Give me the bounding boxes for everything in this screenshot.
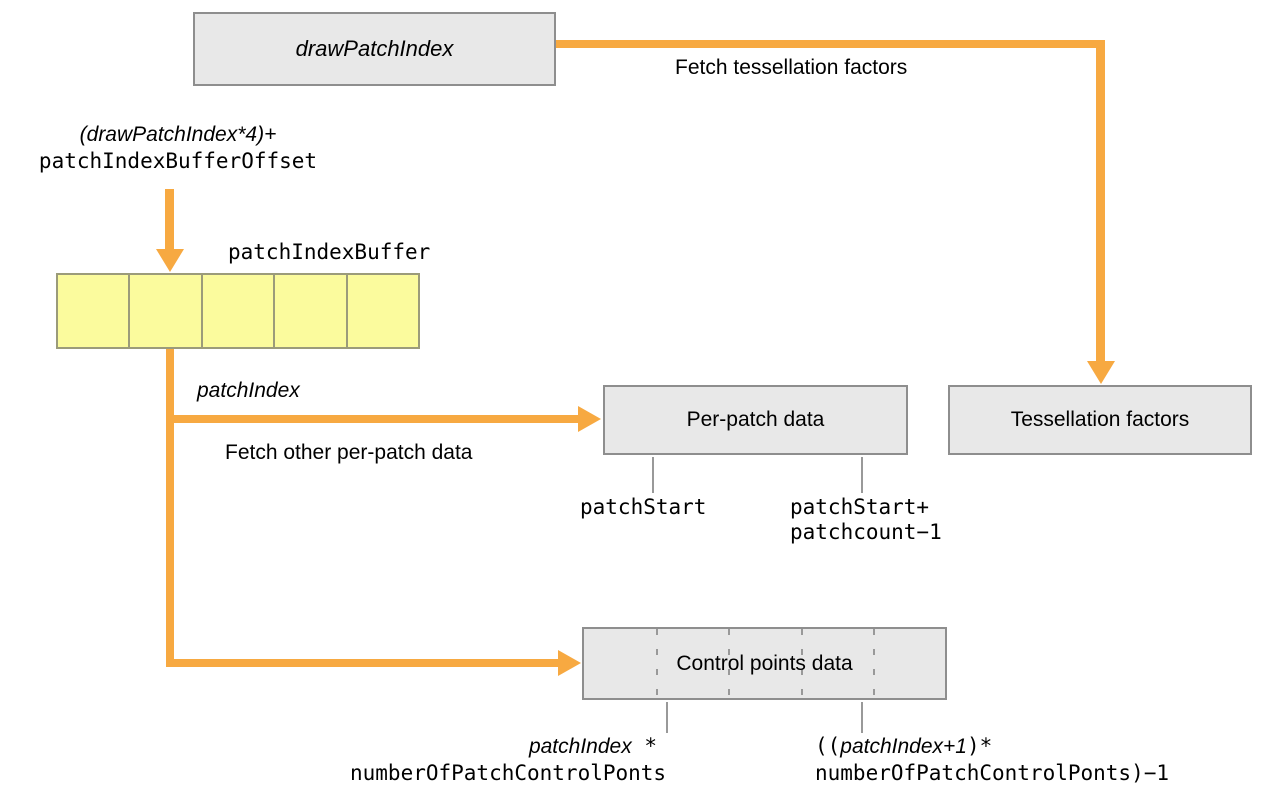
control-start-leader xyxy=(666,702,668,733)
patch-index-buffer-cell xyxy=(200,275,273,347)
patch-index-buffer-cell xyxy=(273,275,345,347)
fetch-tessellation-connector-vertical xyxy=(1096,40,1105,362)
control-points-connector-horizontal xyxy=(166,659,559,667)
control-points-segment-divider xyxy=(656,629,659,698)
patch-end-label: patchStart+ patchcount−1 xyxy=(790,495,942,545)
arrowhead-right-control-points-icon xyxy=(558,650,581,676)
patch-end-line2: patchcount−1 xyxy=(790,520,942,544)
fetch-tessellation-factors-label: Fetch tessellation factors xyxy=(675,56,908,79)
draw-patch-index-box: drawPatchIndex xyxy=(193,12,556,86)
patch-index-label: patchIndex xyxy=(197,379,300,402)
control-start-line2: numberOfPatchControlPonts xyxy=(350,761,667,785)
control-start-italic: patchIndex xyxy=(528,735,632,758)
control-end-leader xyxy=(861,702,863,733)
per-patch-data-box: Per-patch data xyxy=(603,385,908,455)
patch-index-connector-vertical xyxy=(166,349,174,667)
control-start-label: patchIndex * numberOfPatchControlPonts xyxy=(350,734,667,786)
tessellation-factors-box: Tessellation factors xyxy=(948,385,1252,455)
fetch-tessellation-connector-horizontal xyxy=(556,40,1105,48)
per-patch-end-leader xyxy=(861,457,863,493)
control-start-star: * xyxy=(631,734,657,758)
per-patch-data-label: Per-patch data xyxy=(686,408,825,431)
patch-index-buffer-cell xyxy=(58,275,128,347)
patch-index-buffer xyxy=(56,273,420,349)
per-patch-connector-horizontal xyxy=(166,415,579,423)
control-points-data-label: Control points data xyxy=(676,651,853,675)
per-patch-start-leader xyxy=(652,457,654,493)
index-expression: (drawPatchIndex*4)+ patchIndexBufferOffs… xyxy=(10,121,346,175)
control-points-box: Control points data xyxy=(582,627,947,700)
control-points-segment-divider xyxy=(800,629,803,698)
index-expression-line1: (drawPatchIndex*4)+ xyxy=(79,123,277,146)
patch-end-line1: patchStart+ xyxy=(790,495,930,519)
index-expression-line2: patchIndexBufferOffset xyxy=(38,149,318,173)
tessellation-factors-label: Tessellation factors xyxy=(1010,408,1190,431)
draw-patch-index-label: drawPatchIndex xyxy=(295,36,454,61)
fetch-other-per-patch-data-label: Fetch other per-patch data xyxy=(225,441,473,464)
control-end-close: )* xyxy=(966,734,993,758)
index-arrow-shaft xyxy=(165,189,174,250)
control-points-segment-divider xyxy=(728,629,731,698)
control-end-open: (( xyxy=(815,734,841,758)
control-end-label: ((patchIndex+1)* numberOfPatchControlPon… xyxy=(815,734,1169,786)
control-end-line2: numberOfPatchControlPonts)−1 xyxy=(815,761,1170,785)
control-start-line1: patchIndex * xyxy=(350,734,657,761)
patch-start-label: patchStart xyxy=(580,495,707,519)
arrowhead-down-buffer-icon xyxy=(156,249,184,272)
control-end-italic: patchIndex+1 xyxy=(840,735,967,758)
arrowhead-down-tessellation-icon xyxy=(1087,361,1115,384)
patch-index-buffer-cell xyxy=(345,275,418,347)
patch-index-buffer-cell xyxy=(128,275,200,347)
arrowhead-right-per-patch-icon xyxy=(578,406,601,432)
control-end-line1: ((patchIndex+1)* xyxy=(815,734,1169,761)
control-points-segment-divider xyxy=(872,629,875,698)
patch-index-buffer-title: patchIndexBuffer xyxy=(228,240,431,264)
